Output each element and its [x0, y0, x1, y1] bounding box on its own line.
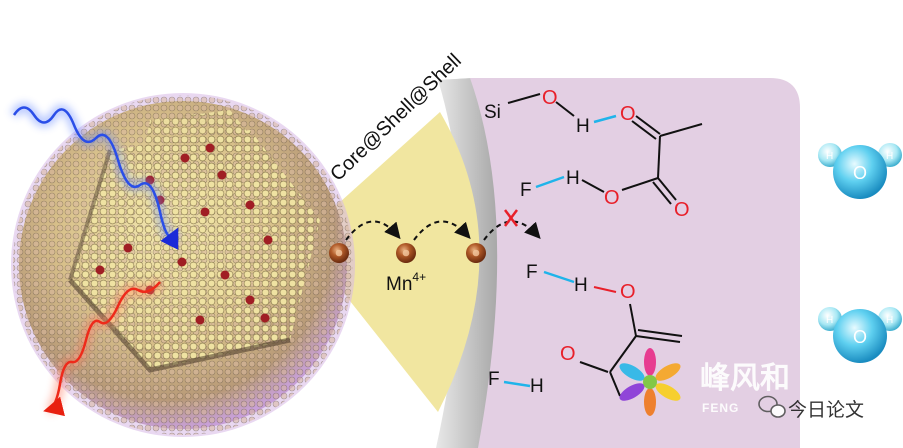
- core-cone: [300, 112, 480, 412]
- watermark-latin: FENG: [702, 401, 739, 415]
- water-2-o: O: [853, 327, 867, 347]
- water-molecule-2: H H O: [818, 307, 902, 363]
- mn-ion-1: [329, 243, 349, 263]
- watermark-brand: 峰风和: [700, 361, 790, 396]
- water-2-h-right: H: [886, 315, 893, 326]
- atom-o-acid: O: [620, 281, 636, 303]
- atom-o-ester: O: [604, 187, 620, 209]
- silanol-acetone-molecule: Si O H O: [484, 87, 703, 179]
- atom-h-2: H: [574, 275, 588, 296]
- fluoride-ester-molecule: F H O O: [520, 168, 690, 221]
- mn-ion-3: [466, 243, 486, 263]
- incoming-light-wave: [9, 102, 181, 250]
- mn-ion-label: Mn4+: [386, 270, 426, 295]
- water-1-h-left: H: [826, 151, 833, 162]
- atom-h-silanol: H: [576, 116, 590, 137]
- atom-f-2: F: [526, 262, 538, 283]
- atom-o-carbonyl: O: [620, 103, 636, 125]
- atom-f-1: F: [520, 180, 532, 201]
- water-molecule-1: H H O: [818, 143, 902, 199]
- emitted-light-wave: [43, 278, 165, 417]
- atom-f-3: F: [488, 369, 500, 390]
- blocked-x-mark: [504, 209, 518, 227]
- energy-transfer-arrow-1: [345, 220, 401, 241]
- mn-dopant-dots: [95, 143, 273, 325]
- atom-h-3: H: [530, 376, 544, 397]
- mn-ion-2: [396, 243, 416, 263]
- atom-o-ester-carbonyl: O: [674, 199, 690, 221]
- water-1-h-right: H: [886, 151, 893, 162]
- wechat-icon: [758, 395, 786, 418]
- blocked-transfer-arrow: [483, 220, 541, 241]
- atom-h-1: H: [566, 168, 580, 189]
- water-2-h-left: H: [826, 315, 833, 326]
- water-1-o: O: [853, 163, 867, 183]
- watermark-logo-icon: [619, 348, 681, 416]
- nanoparticle: [11, 93, 355, 437]
- atom-o-acid-2: O: [560, 343, 576, 365]
- watermark: 峰风和 FENG 今日论文: [619, 348, 864, 421]
- atom-o-silanol: O: [542, 87, 558, 109]
- watermark-account: 今日论文: [788, 399, 864, 421]
- atom-si: Si: [484, 102, 501, 123]
- outer-shell-panel: [470, 78, 800, 448]
- fluoride-acid-molecule: F H O O F H: [488, 262, 683, 397]
- energy-transfer-arrow-2: [413, 220, 471, 241]
